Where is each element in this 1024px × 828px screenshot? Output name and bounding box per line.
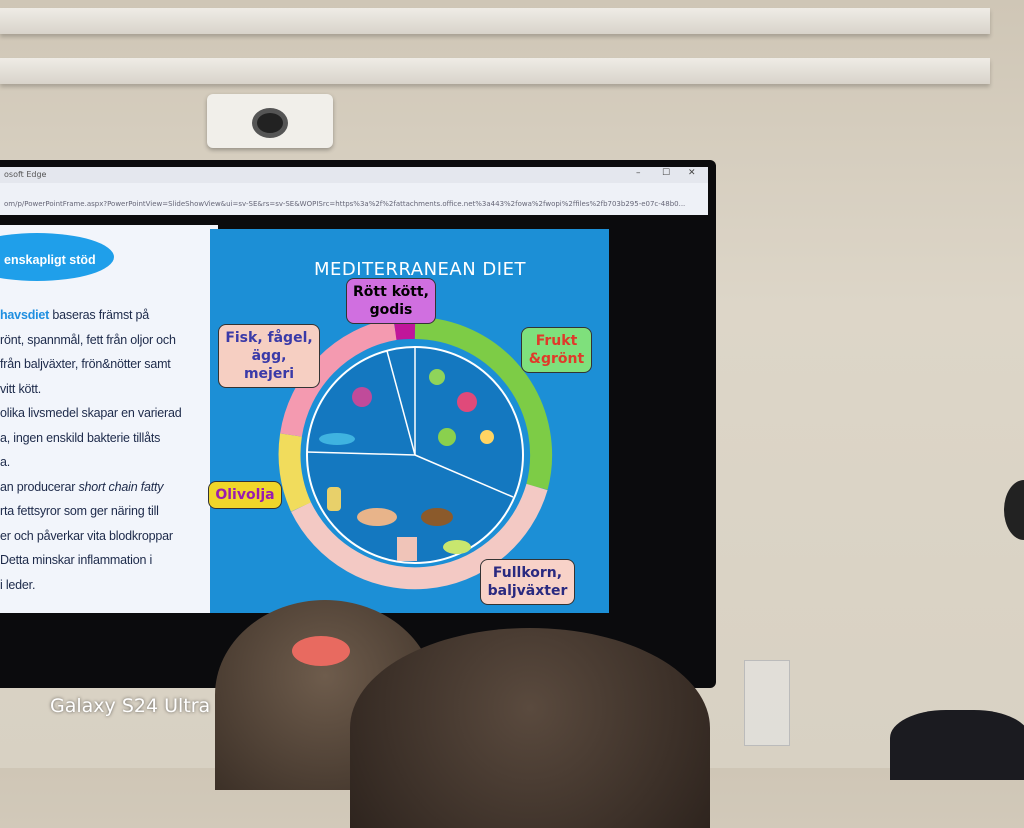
highlight-term: havsdiet [0,308,50,322]
line: från baljväxter, frön&nötter samt [0,357,171,371]
camera-watermark: Galaxy S24 Ultra [50,695,211,717]
camera-lens-icon [252,108,288,138]
label-oil: Olivolja [208,481,282,509]
plate-dividers [306,347,514,498]
ring-oil [278,433,312,512]
line: i leder. [0,577,36,592]
ring-grain [291,483,548,590]
italic-term: short chain fatty [78,479,164,494]
label-fish: Fisk, fågel, ägg, mejeri [218,324,320,388]
line: an producerar [0,479,79,494]
maximize-button[interactable]: ☐ [662,168,671,178]
body-text: havsdiet baseras främst på rönt, spannmå… [0,303,182,597]
browser-titlebar: osoft Edge [0,167,708,183]
webcam [207,94,333,148]
line: a. [0,455,11,469]
audience-shoulder [890,710,1024,780]
label-fruit: Frukt &grönt [521,327,592,373]
line: rönt, spannmål, fett från oljor och [0,332,176,347]
slide-text-panel: enskapligt stöd havsdiet baseras främst … [0,225,218,613]
slide-title: MEDITERRANEAN DIET [314,259,526,280]
diet-slide: MEDITERRANEAN DIET Rött kött, godis Fisk… [208,229,609,613]
food-icons [319,369,494,561]
url-text: om/p/PowerPointFrame.aspx?PowerPointView… [4,200,686,208]
line: Detta minskar inflammation i [0,553,153,567]
line: olika livsmedel skapar en varierad [0,406,182,420]
hair-scrunchie [292,636,350,666]
line: a, ingen enskild bakterie tillåts [0,430,161,445]
pencil-cup [744,660,790,746]
label-red-meat: Rött kött, godis [346,278,436,324]
person-edge [1004,480,1024,540]
label-grain: Fullkorn, baljväxter [480,559,575,605]
line: baseras främst på [49,308,150,322]
ring-fish [280,318,398,437]
heading-pill: enskapligt stöd [0,233,114,281]
projector-rail [0,58,990,84]
address-bar[interactable]: om/p/PowerPointFrame.aspx?PowerPointView… [0,183,708,215]
line: vitt kött. [0,381,42,396]
diet-plate [278,317,553,590]
close-button[interactable]: ✕ [688,168,696,178]
line: rta fettsyror som ger näring till [0,504,159,518]
line: er och påverkar vita blodkroppar [0,528,173,543]
minimize-button[interactable]: – [636,168,641,178]
projector-rail-top [0,8,990,34]
audience-head [350,628,710,828]
ring-meat [393,317,416,340]
ring-fruit [414,317,553,490]
window-title: osoft Edge [4,170,47,179]
